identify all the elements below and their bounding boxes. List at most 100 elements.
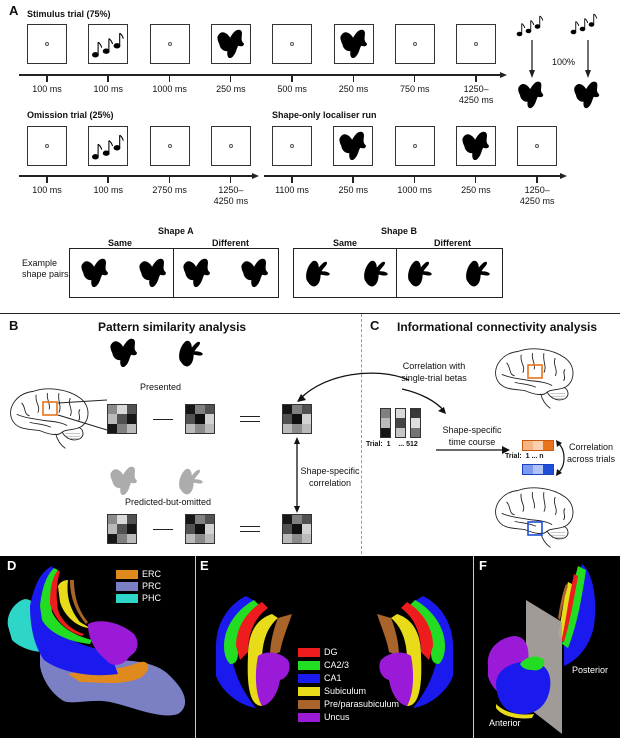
matrix-cell bbox=[126, 414, 136, 424]
tone-shape-mapping bbox=[516, 13, 600, 109]
shape-b-diff-2 bbox=[466, 260, 490, 287]
correlation-arrow bbox=[294, 437, 300, 513]
fixation-dot-icon bbox=[290, 42, 295, 46]
legend-label: DG bbox=[324, 647, 338, 657]
equals-sign-2 bbox=[240, 526, 260, 532]
legend-swatch bbox=[298, 713, 320, 722]
matrix-cell bbox=[283, 515, 293, 525]
stimulus-frame-fixation bbox=[27, 24, 67, 64]
stimulus-frame-tones bbox=[88, 24, 129, 64]
omission-frame-tones bbox=[88, 126, 129, 166]
matrix-cell bbox=[195, 515, 205, 525]
panel-f-letter: F bbox=[479, 558, 487, 573]
legend-swatch bbox=[116, 594, 138, 603]
panel-a-letter: A bbox=[9, 3, 19, 18]
matrix-cell bbox=[186, 524, 196, 534]
presented-label: Presented bbox=[140, 382, 182, 392]
matrix-cell bbox=[301, 414, 311, 424]
matrix-cell bbox=[195, 524, 205, 534]
fixation-dot-icon bbox=[228, 144, 233, 148]
panel-e-render bbox=[216, 596, 453, 708]
matrix-cell bbox=[126, 423, 136, 433]
matrix-cell bbox=[292, 405, 302, 415]
timecourse-arrow bbox=[436, 446, 510, 454]
minus-sign-2 bbox=[153, 529, 173, 531]
timeline-arrowhead bbox=[560, 172, 567, 179]
presented-shapes bbox=[110, 338, 203, 368]
trial-last: 512 bbox=[406, 441, 418, 448]
duration-label: 250 ms bbox=[461, 185, 491, 195]
matrix-cell bbox=[195, 405, 205, 415]
pattern-matrix-b-omitted bbox=[185, 514, 215, 544]
matrix-cell bbox=[117, 414, 127, 424]
shape-pair-images bbox=[81, 258, 490, 288]
trial-axis-short-label: Trial: bbox=[505, 453, 522, 460]
duration-label: 100 ms bbox=[93, 185, 124, 195]
omission-trial-title: Omission trial (25%) bbox=[27, 110, 114, 120]
legend-label: Pre/parasubiculum bbox=[324, 699, 400, 709]
timeline-tick bbox=[107, 175, 109, 183]
omitted-shape-a bbox=[110, 466, 137, 496]
matrix-cell bbox=[186, 515, 196, 525]
matrix-cell bbox=[204, 405, 214, 415]
localiser-frame-fixation bbox=[517, 126, 558, 166]
shape-icon bbox=[217, 29, 244, 59]
orange-timecourse bbox=[522, 440, 554, 451]
across-trials-label: Correlation across trials bbox=[566, 442, 615, 464]
panel-e-letter: E bbox=[200, 558, 209, 573]
shape-pairs-label: Example shape pairs bbox=[22, 258, 69, 279]
duration-label: 1000 ms bbox=[152, 84, 187, 94]
timeline-tick bbox=[536, 175, 538, 183]
matrix-cell bbox=[126, 515, 136, 525]
matrix-cell bbox=[292, 524, 302, 534]
music-notes-icon bbox=[92, 32, 125, 58]
legend-swatch bbox=[298, 661, 320, 670]
matrix-cell bbox=[195, 414, 205, 424]
trial-axis-betas: Trial: 1 ... 512 bbox=[366, 441, 418, 448]
matrix-cell bbox=[117, 423, 127, 433]
matrix-cell bbox=[108, 533, 118, 543]
timeline-axis bbox=[19, 175, 252, 177]
legend-label: ERC bbox=[142, 569, 162, 579]
fixation-dot-icon bbox=[290, 144, 294, 148]
shape-icon bbox=[339, 29, 367, 59]
matrix-cell bbox=[195, 533, 205, 543]
stimulus-frame-fixation bbox=[149, 24, 190, 64]
matrix-cell bbox=[292, 423, 302, 433]
duration-label: 750 ms bbox=[400, 84, 430, 94]
matrix-cell bbox=[283, 524, 293, 534]
presented-shape-b bbox=[179, 340, 203, 367]
legend-swatch bbox=[298, 687, 320, 696]
legend-label: CA1 bbox=[324, 673, 342, 683]
timecourse-label: Shape-specific time course bbox=[442, 425, 502, 447]
matrix-cell bbox=[117, 515, 127, 525]
section-divider bbox=[0, 313, 620, 314]
mapping-probability: 100% bbox=[552, 57, 576, 67]
timeline-tick bbox=[229, 74, 232, 82]
matrix-cell bbox=[301, 524, 311, 534]
legend-swatch bbox=[298, 648, 320, 657]
shape-a2-icon bbox=[574, 81, 600, 109]
duration-label: 1000 ms bbox=[397, 185, 432, 195]
pattern-matrix-a-omitted bbox=[107, 514, 137, 544]
matrix-cell bbox=[301, 533, 311, 543]
timeline-tick bbox=[413, 74, 416, 82]
legend-label: PRC bbox=[142, 581, 162, 591]
duration-label: 250 ms bbox=[338, 185, 369, 195]
shape-a-same-1 bbox=[81, 258, 108, 288]
matrix-cell bbox=[292, 414, 302, 424]
shape-a-diff-2 bbox=[241, 258, 268, 288]
shape-b-title: Shape B bbox=[381, 226, 418, 236]
localiser-frame-fixation bbox=[272, 126, 312, 166]
localiser-frame-shape bbox=[333, 126, 374, 166]
matrix-cell bbox=[108, 515, 118, 525]
omitted-label: Predicted-but-omitted bbox=[125, 497, 212, 507]
stimulus-frame-shape bbox=[333, 24, 374, 64]
matrix-cell bbox=[186, 423, 196, 433]
trial-short-first: 1 bbox=[525, 453, 530, 460]
tone-sequence-1-icon bbox=[516, 15, 544, 37]
timeline-tick bbox=[474, 175, 477, 183]
posterior-label: Posterior bbox=[572, 665, 609, 675]
matrix-cell bbox=[117, 533, 127, 543]
trial-axis-timecourse: Trial: 1 ... n bbox=[505, 453, 544, 460]
